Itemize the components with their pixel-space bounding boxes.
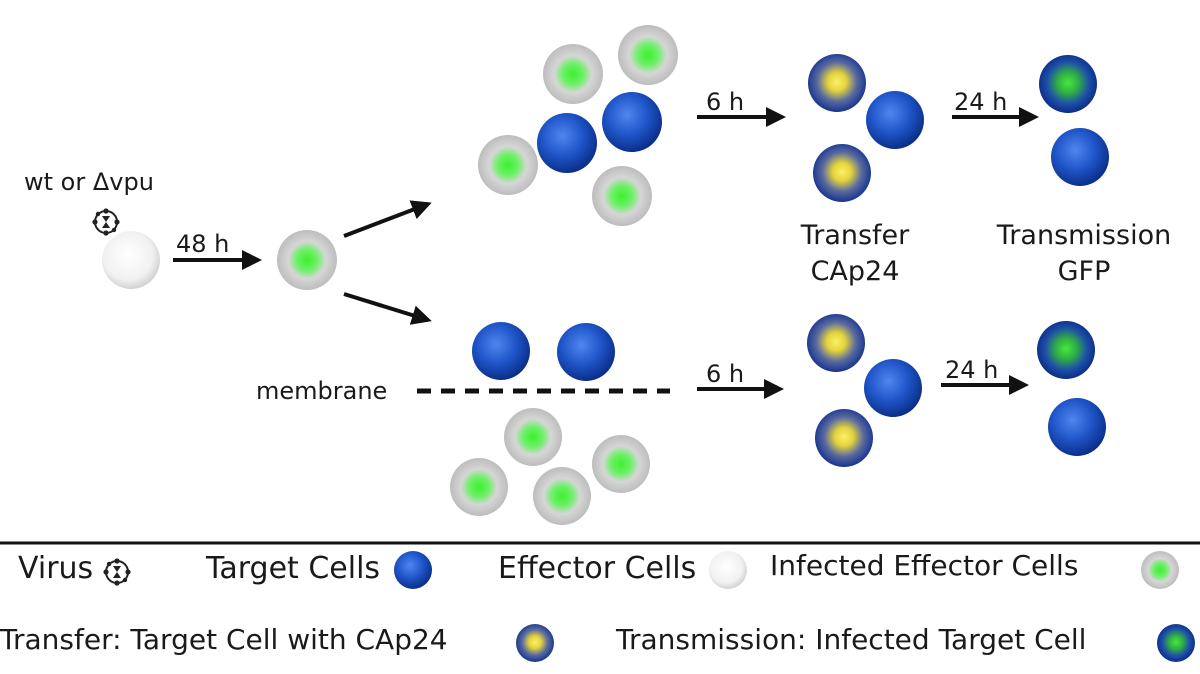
transfer-label-line1: Transfer xyxy=(800,220,910,251)
virus-icon xyxy=(91,207,121,237)
infected-effector-cell xyxy=(618,25,678,85)
infected-effector-cell xyxy=(478,135,538,195)
infected-effector-cell xyxy=(592,435,650,493)
infected-effector-cell xyxy=(543,44,603,104)
target-cell xyxy=(1048,398,1106,456)
target-cell xyxy=(537,113,597,173)
transfer-cell xyxy=(813,144,871,202)
target-cell xyxy=(472,322,530,380)
time-label-top-6h: 6 h xyxy=(706,88,745,116)
virus-label: wt or Δvpu xyxy=(24,168,154,196)
time-label-bottom-24h: 24 h xyxy=(945,356,999,384)
target-cell xyxy=(1051,128,1109,186)
legend-transmission-label: Transmission: Infected Target Cell xyxy=(616,623,1087,656)
transmission-label-line2: GFP xyxy=(1057,256,1111,287)
target-cell xyxy=(864,359,922,417)
transfer-cell xyxy=(808,54,866,112)
time-label-bottom-6h: 6 h xyxy=(706,360,745,388)
transmission-cell-icon xyxy=(1157,624,1195,662)
membrane-label: membrane xyxy=(256,377,388,405)
target-cell xyxy=(602,92,662,152)
legend-infected-effector-cells-label: Infected Effector Cells xyxy=(770,549,1079,582)
arrow-branch-bottom xyxy=(343,292,432,325)
target-cell xyxy=(557,323,615,381)
legend-virus-label: Virus xyxy=(18,551,94,586)
transfer-label-line2: CAp24 xyxy=(810,256,900,287)
legend-target-cells-label: Target Cells xyxy=(206,551,381,586)
infected-effector-cell xyxy=(277,230,337,290)
transfer-cell-icon xyxy=(516,624,554,662)
time-label-48h: 48 h xyxy=(176,230,230,258)
arrow-branch-top xyxy=(343,200,432,238)
transmission-label-line1: Transmission xyxy=(996,220,1172,251)
legend-effector-cells-label: Effector Cells xyxy=(498,551,697,586)
infected-effector-cell-icon xyxy=(1141,551,1179,589)
infected-effector-cell xyxy=(592,166,652,226)
infected-effector-cell xyxy=(533,467,591,525)
transmission-cell xyxy=(1037,321,1095,379)
effector-cell xyxy=(102,231,160,289)
infected-effector-cell xyxy=(450,458,508,516)
legend-transfer-label: Transfer: Target Cell with CAp24 xyxy=(0,623,448,656)
target-cell xyxy=(866,91,924,149)
target-cell-icon xyxy=(394,551,432,589)
time-label-top-24h: 24 h xyxy=(954,88,1008,116)
virus-icon xyxy=(102,557,132,587)
infected-effector-cell xyxy=(504,408,562,466)
effector-cell-icon xyxy=(709,551,747,589)
transmission-cell xyxy=(1039,55,1097,113)
transfer-cell xyxy=(807,314,865,372)
transfer-cell xyxy=(815,409,873,467)
